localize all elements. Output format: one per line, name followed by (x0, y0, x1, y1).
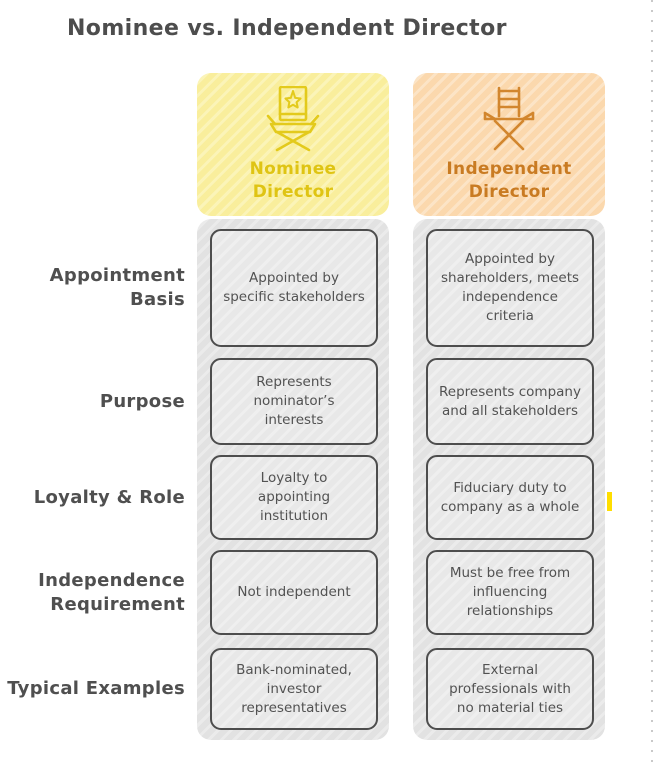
row-label-typical-examples: Typical Examples (7, 678, 185, 699)
column-header-nominee: Nominee Director (197, 73, 389, 216)
row-label-independence-requirement: Independence Requirement (38, 569, 185, 615)
cell-independence-requirement-independent: Must be free from influencing relationsh… (426, 550, 594, 635)
row-label-purpose: Purpose (99, 390, 185, 412)
column-header-independent: Independent Director (413, 73, 605, 216)
independent-column-background (413, 219, 605, 740)
page-edge-dotted-line (651, 0, 653, 764)
cell-loyalty-role-nominee: Loyalty to appointing institution (210, 455, 378, 540)
director-chair-star-icon (266, 86, 320, 152)
column-title-independent: Independent Director (446, 159, 572, 202)
director-chair-icon (483, 86, 535, 151)
cell-independence-requirement-nominee: Not independent (210, 550, 378, 635)
cell-purpose-independent: Represents company and all stakeholders (426, 358, 594, 445)
row-label-appointment-basis: Appointment Basis (49, 265, 185, 310)
cell-purpose-nominee: Represents nominator’s interests (210, 358, 378, 445)
cell-loyalty-role-independent: Fiduciary duty to company as a whole (426, 455, 594, 540)
cell-typical-examples-nominee: Bank-nominated, investor representatives (210, 648, 378, 730)
cell-appointment-basis-nominee: Appointed by specific stakeholders (210, 229, 378, 347)
cell-typical-examples-independent: External professionals with no material … (426, 648, 594, 730)
cell-appointment-basis-independent: Appointed by shareholders, meets indepen… (426, 229, 594, 347)
row-label-loyalty-role: Loyalty & Role (33, 486, 185, 508)
nominee-column-background (197, 219, 389, 740)
yellow-highlight-bar (607, 492, 612, 511)
page-title: Nominee vs. Independent Director (67, 16, 507, 41)
column-title-nominee: Nominee Director (249, 159, 337, 202)
